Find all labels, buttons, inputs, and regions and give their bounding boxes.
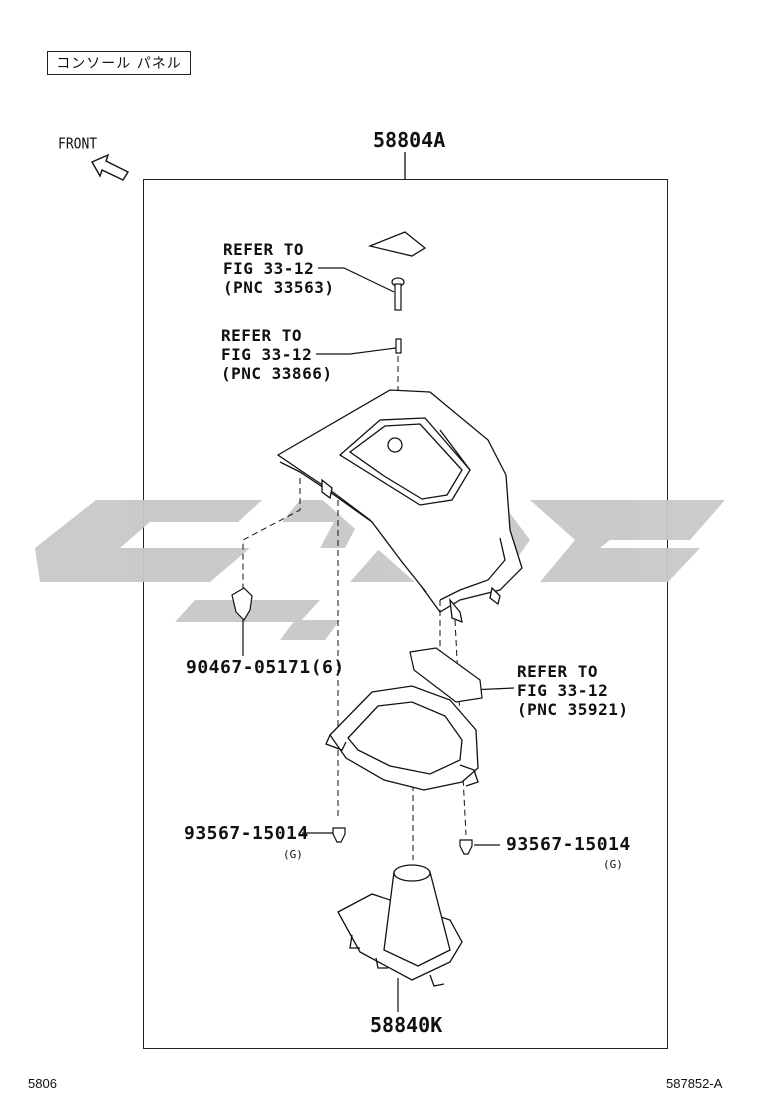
reference-note-3: REFER TO FIG 33-12 (PNC 35921) [517,662,628,719]
reference-note-2-line3: (PNC 33866) [221,364,333,383]
reference-note-1: REFER TO FIG 33-12 (PNC 33563) [223,240,334,297]
assembly-frame [143,179,668,1049]
assembly-part-number: 58804A [373,128,446,152]
page-code: 5806 [28,1076,57,1091]
cap-part-icon [367,231,427,257]
reference-note-2-line1: REFER TO [221,326,303,345]
front-label: FRONT [58,135,98,154]
reference-note-1-line1: REFER TO [223,240,305,259]
ref-leader-2 [316,347,397,355]
reference-note-2-line2: FIG 33-12 [221,345,313,364]
stud-icon [395,338,402,354]
screw-left-icon [332,827,346,843]
screw-right-part-number: 93567-15014 [506,834,631,855]
pin-shaft-icon [394,283,402,311]
screw-left-note: (G) [283,848,303,861]
figure-id: 587852-A [666,1076,723,1091]
console-panel-icon [276,389,523,624]
reference-note-2: REFER TO FIG 33-12 (PNC 33866) [221,326,332,383]
shift-boot-icon [337,864,463,987]
reference-note-3-line2: FIG 33-12 [517,681,609,700]
screw-right-icon [459,839,473,855]
boot-part-number: 58840K [370,1013,443,1037]
bracket-icon [325,685,479,791]
reference-note-1-line3: (PNC 33563) [223,278,335,297]
screw-left-part-number: 93567-15014 [184,823,309,844]
clip-part-number: 90467-05171(6) [186,657,345,678]
clip-icon [231,587,253,621]
sheet-part-icon [409,647,483,703]
reference-note-3-line1: REFER TO [517,662,599,681]
page-title: コンソール パネル [47,51,191,75]
reference-note-1-line2: FIG 33-12 [223,259,315,278]
reference-note-3-line3: (PNC 35921) [517,700,629,719]
ref-leader-1 [318,267,395,293]
front-arrow-icon [91,153,130,181]
screw-right-note: (G) [603,858,623,871]
